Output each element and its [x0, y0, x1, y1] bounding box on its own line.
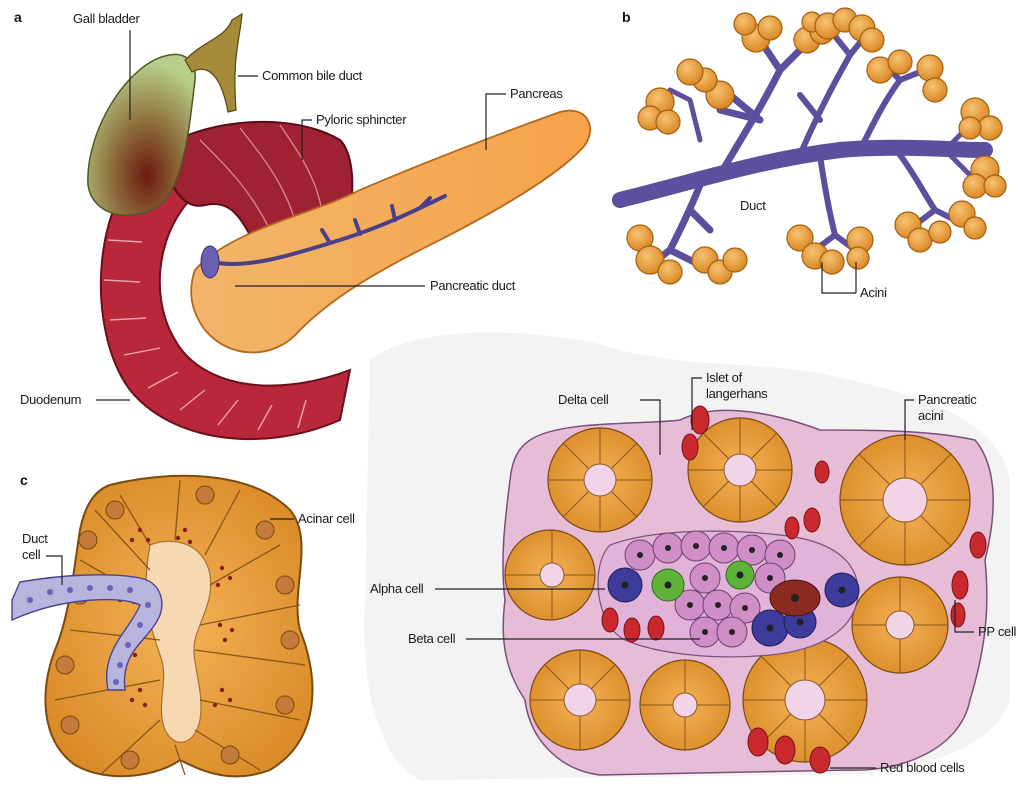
- label-gall-bladder: Gall bladder: [73, 11, 140, 26]
- label-duct-cell-line2: cell: [22, 547, 41, 562]
- ampulla-shape: [201, 246, 219, 278]
- panel-d: d: [364, 333, 1016, 781]
- label-delta-cell: Delta cell: [558, 392, 609, 407]
- label-duct: Duct: [740, 198, 766, 213]
- label-islet-line2: langerhans: [706, 386, 768, 401]
- label-alpha-cell: Alpha cell: [370, 581, 424, 596]
- label-pancreatic-acini-line1: Pancreatic: [918, 392, 977, 407]
- label-red-blood-cells: Red blood cells: [880, 760, 965, 775]
- label-pancreas: Pancreas: [510, 86, 563, 101]
- label-common-bile-duct: Common bile duct: [262, 68, 363, 83]
- label-beta-cell: Beta cell: [408, 631, 456, 646]
- label-duodenum: Duodenum: [20, 392, 81, 407]
- label-acinar-cell: Acinar cell: [298, 511, 355, 526]
- label-pp-cell: PP cell: [978, 624, 1017, 639]
- panel-b: b Duct Acin: [620, 8, 1006, 300]
- label-duct-cell-line1: Duct: [22, 531, 48, 546]
- panel-b-letter: b: [622, 9, 631, 25]
- label-islet-line1: Islet of: [706, 370, 743, 385]
- label-pyloric-sphincter: Pyloric sphincter: [316, 112, 407, 127]
- label-pancreatic-duct: Pancreatic duct: [430, 278, 516, 293]
- panel-c: c Duct cel: [12, 472, 355, 776]
- label-acini: Acini: [860, 285, 887, 300]
- panel-c-letter: c: [20, 472, 28, 488]
- panel-a-letter: a: [14, 9, 22, 25]
- label-pancreatic-acini-line2: acini: [918, 408, 944, 423]
